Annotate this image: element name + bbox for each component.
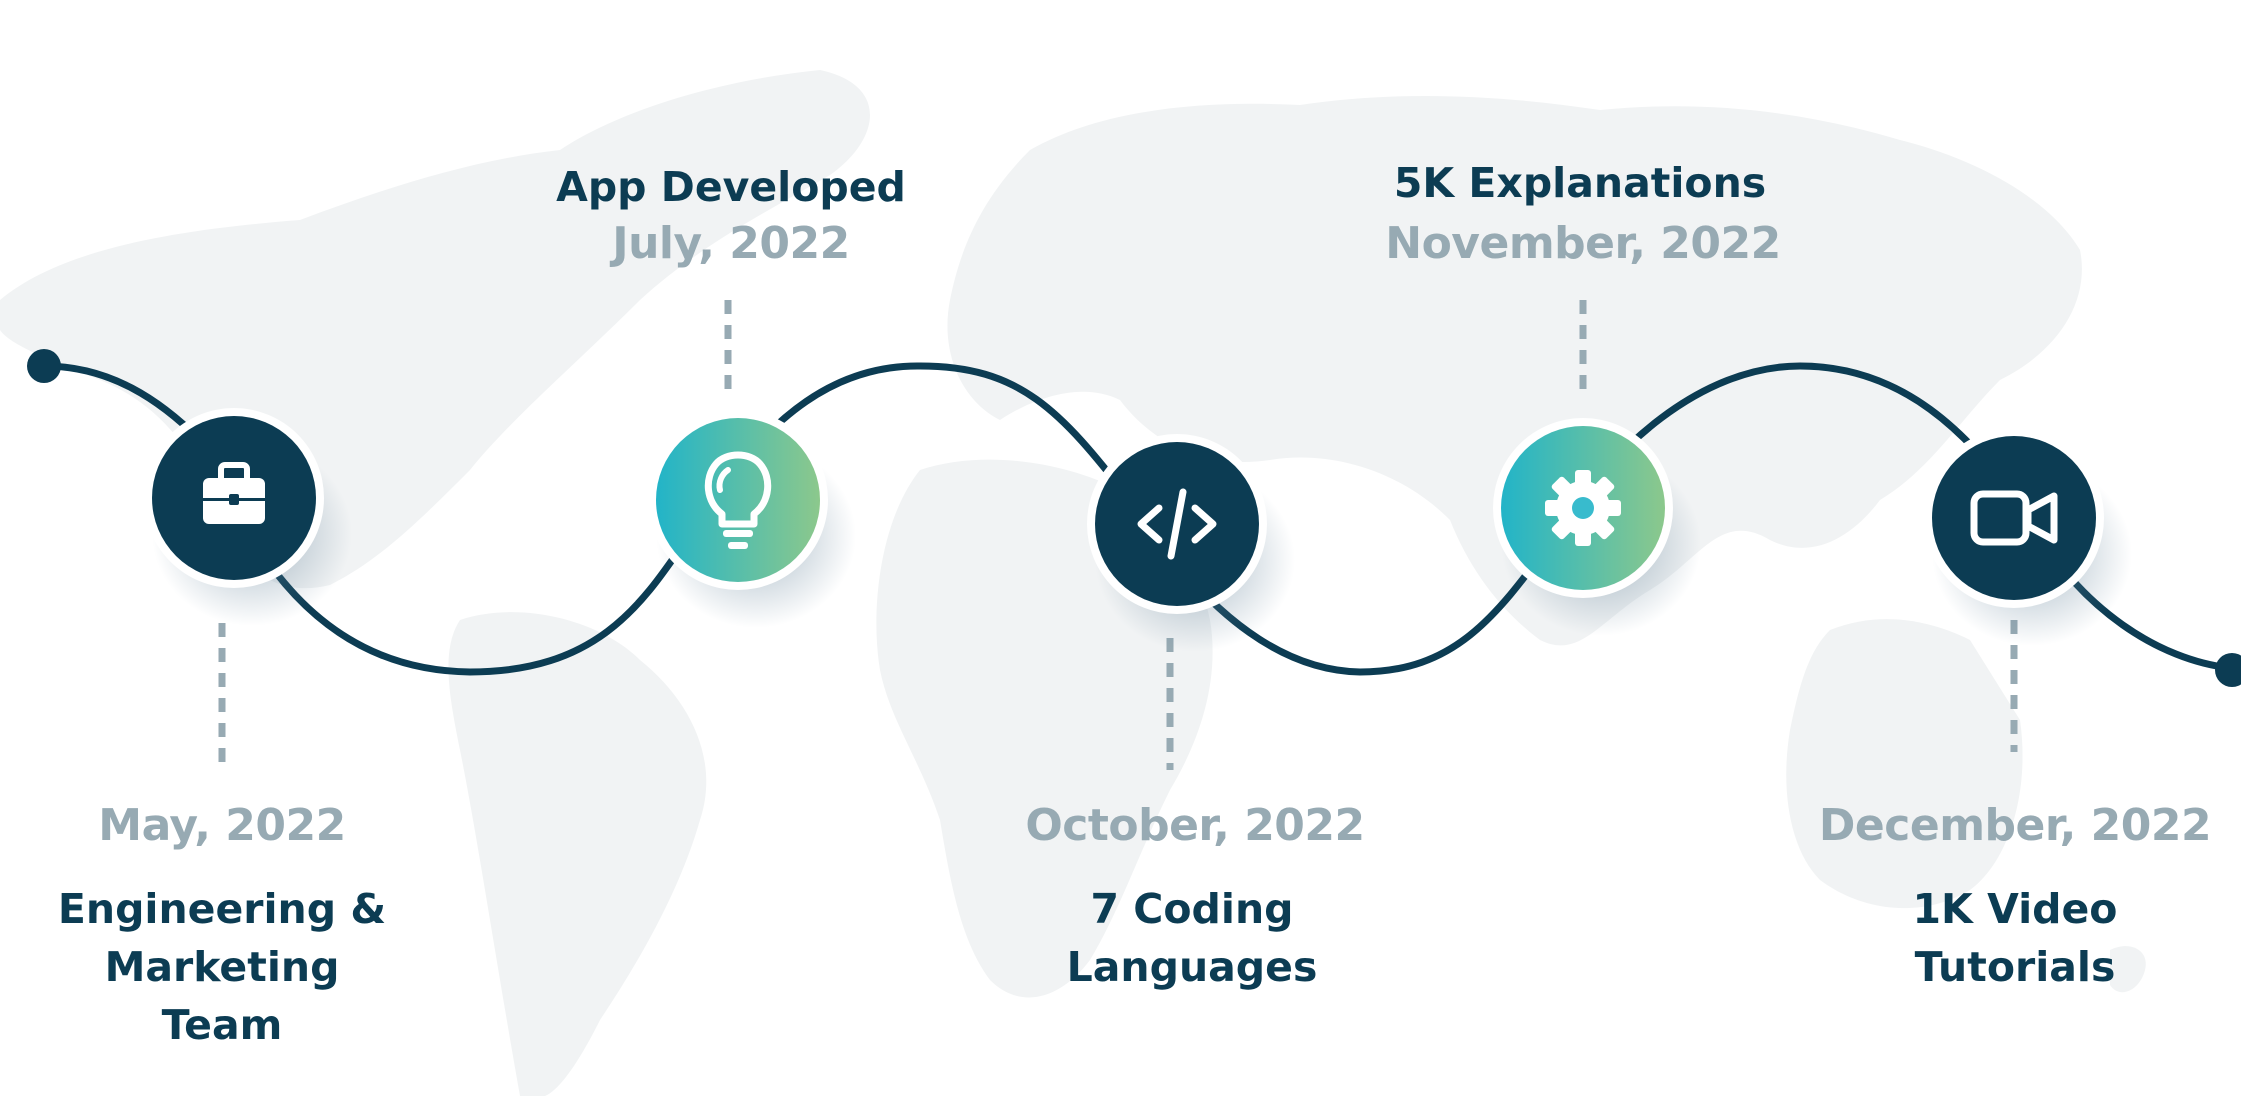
code-icon <box>1137 488 1217 560</box>
node-disc <box>656 418 820 582</box>
milestone-3-title-line-2: Languages <box>1066 943 1318 991</box>
video-camera-icon <box>1970 490 2058 546</box>
briefcase-icon <box>203 462 265 524</box>
milestone-5-title-line-1: 1K Video <box>1912 885 2118 933</box>
milestone-1-title-line-3: Team <box>161 1001 283 1049</box>
milestone-5-node <box>1924 428 2132 646</box>
milestone-4-date: November, 2022 <box>1385 218 1781 269</box>
milestone-nodes <box>144 408 2132 652</box>
dashed-connectors <box>218 300 2018 770</box>
milestone-2-title-line-1: App Developed <box>556 163 906 211</box>
milestone-5-title: 1K Video Tutorials <box>1913 880 2118 996</box>
lightbulb-icon <box>704 451 772 549</box>
milestone-2-date: July, 2022 <box>612 218 850 269</box>
milestone-3-date: October, 2022 <box>1025 800 1365 851</box>
timeline-start-dot <box>27 349 61 383</box>
milestone-1-date: May, 2022 <box>98 800 346 851</box>
milestone-2-title: App Developed <box>556 158 906 216</box>
milestone-1-title: Engineering & Marketing Team <box>58 880 386 1054</box>
milestone-2-node <box>648 410 856 628</box>
milestone-1-title-line-1: Engineering & <box>57 885 387 933</box>
milestone-1-title-line-2: Marketing <box>104 943 340 991</box>
milestone-5-date: December, 2022 <box>1818 800 2212 851</box>
milestone-4-node <box>1493 418 1701 636</box>
milestone-3-title-line-1: 7 Coding <box>1090 885 1294 933</box>
gear-icon <box>1545 470 1621 546</box>
timeline-end-dot <box>2215 653 2241 687</box>
milestone-3-title: 7 Coding Languages <box>1067 880 1318 996</box>
milestone-5-title-line-2: Tutorials <box>1914 943 2116 991</box>
milestone-4-title-line-1: 5K Explanations <box>1393 159 1767 207</box>
milestone-3-node <box>1087 434 1295 652</box>
milestone-4-title: 5K Explanations <box>1394 154 1766 212</box>
milestone-1-node <box>144 408 352 626</box>
node-disc <box>1932 436 2096 600</box>
